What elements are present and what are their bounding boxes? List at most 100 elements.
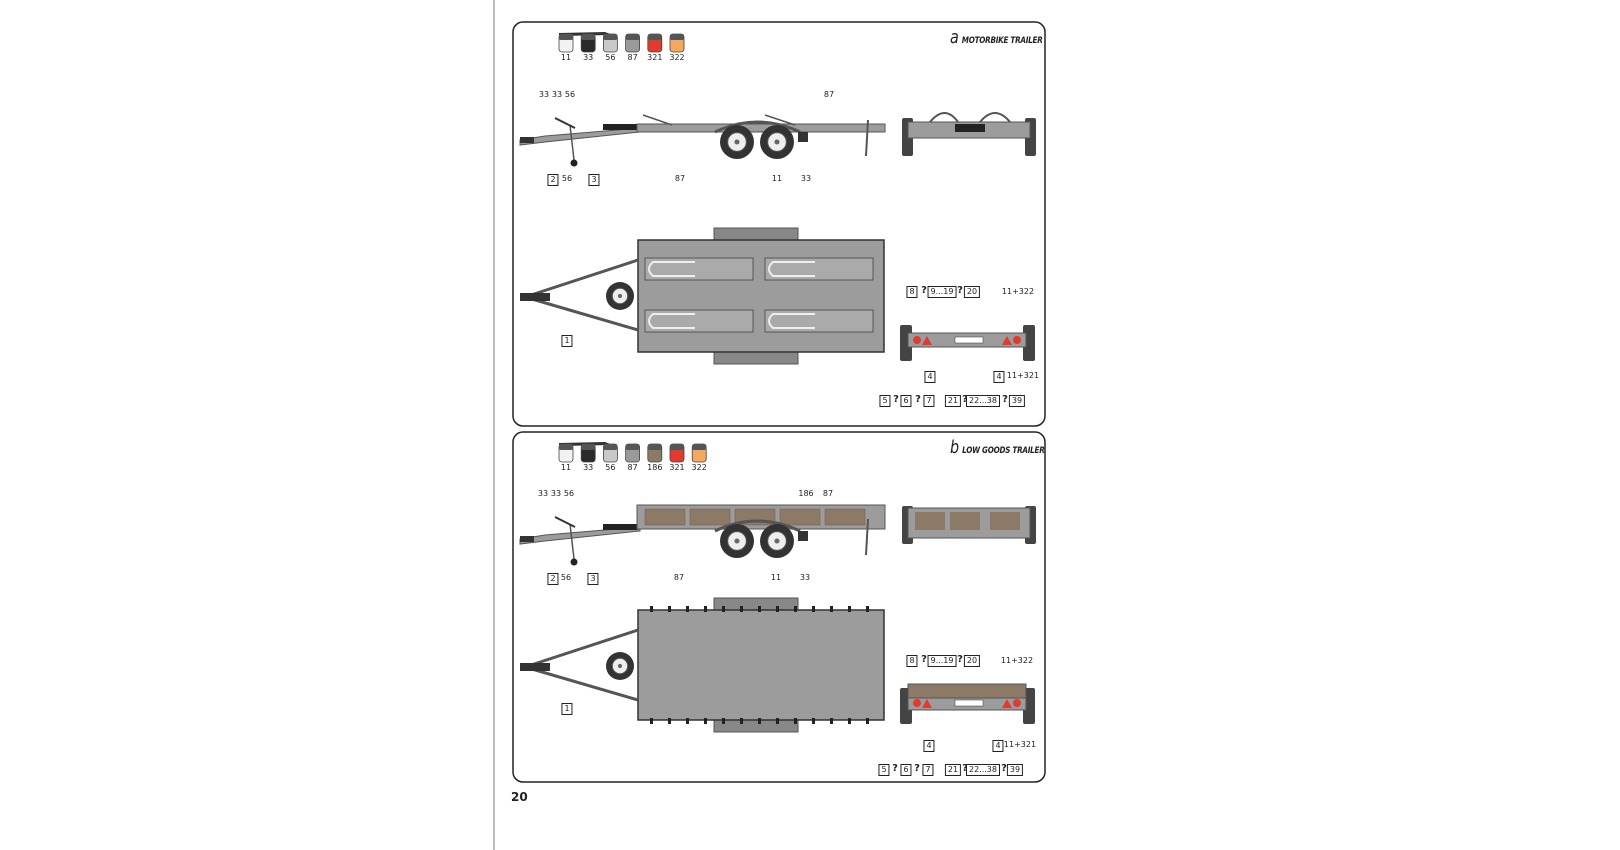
side-board-panel (644, 508, 686, 526)
callout-label: 5 (878, 764, 890, 776)
page-number: 20 (511, 790, 528, 804)
callout-label: 56 (560, 573, 572, 582)
callout-label: 87 (822, 489, 834, 498)
callout-label: 87 (673, 573, 685, 582)
toolbox (603, 524, 638, 530)
arrow-symbol: ? (893, 394, 899, 405)
a-frame-drawbar (524, 258, 639, 332)
paint-code: 56 (605, 53, 616, 62)
arrow-symbol: ? (957, 654, 963, 665)
jockey-wheel (570, 159, 578, 167)
callout-label: 3 (587, 573, 599, 585)
arrow-symbol: ? (921, 654, 927, 665)
callout-label: 7 (922, 764, 934, 776)
paint-pot-lid (625, 444, 640, 450)
arrow-symbol: ? (921, 285, 927, 296)
motorbike-rail (764, 257, 874, 281)
jockey-wheel (570, 558, 578, 566)
fender (714, 519, 801, 533)
callout-label: 4 (992, 740, 1004, 752)
arrow-symbol: ? (915, 394, 921, 405)
callout-label: 21 (944, 764, 962, 776)
paint-code: 321 (647, 53, 663, 62)
wheel-chock (929, 112, 959, 123)
tailboard (907, 683, 1027, 699)
callout-label: 33 (550, 489, 562, 498)
callout-label: 4 (923, 740, 935, 752)
rear-jack (865, 119, 869, 157)
arrow-symbol: ? (962, 394, 968, 405)
coupling-head (520, 536, 534, 542)
callout-label: 39 (1006, 764, 1024, 776)
step-panel-a (512, 21, 1046, 427)
side-clamp (794, 606, 797, 612)
side-clamp (830, 718, 833, 724)
side-clamp (704, 718, 707, 724)
callout-label: 33 (800, 174, 812, 183)
side-board-panel (689, 508, 731, 526)
callout-label: 56 (563, 489, 575, 498)
side-clamp (650, 606, 653, 612)
tail-light-right (1013, 336, 1021, 344)
side-clamp (686, 718, 689, 724)
paint-pot-lid (603, 444, 618, 450)
callout-label: 1 (561, 335, 573, 347)
callout-label: 11 (771, 174, 783, 183)
tailboard-panel (950, 512, 980, 530)
license-plate (954, 699, 984, 707)
side-clamp (848, 606, 851, 612)
paint-pot-lid (692, 444, 707, 450)
callout-label: 8 (906, 655, 918, 667)
motorbike-rail (764, 309, 874, 333)
wheel-chock (979, 112, 1011, 123)
callout-label: 20 (963, 286, 981, 298)
variant-letter: a (950, 27, 959, 48)
callout-label: 33 (799, 573, 811, 582)
callout-label: 87 (674, 174, 686, 183)
callout-label: 11+321 (1006, 371, 1040, 380)
wheel-chock-rear (764, 114, 796, 126)
paint-pot-lid (647, 34, 662, 40)
callout-label: 56 (561, 174, 573, 183)
callout-label: 6 (900, 395, 912, 407)
rear-jack (865, 518, 869, 556)
side-clamp (812, 718, 815, 724)
reflector-triangle-left (922, 699, 932, 708)
paint-code: 322 (691, 463, 707, 472)
side-clamp (740, 606, 743, 612)
paint-pot-lid (670, 444, 684, 450)
callout-label: 39 (1008, 395, 1026, 407)
callout-label: 33 (538, 90, 550, 99)
paint-code: 87 (627, 53, 638, 62)
paint-pot-lid (625, 34, 640, 40)
callout-label: 7 (923, 395, 935, 407)
callout-label: 56 (564, 90, 576, 99)
tailboard-panel (915, 512, 945, 530)
paint-code: 56 (605, 463, 616, 472)
wheel-chock-top (648, 313, 695, 329)
side-clamp (812, 606, 815, 612)
paint-code: 11 (560, 53, 572, 62)
jockey-wheel-post (569, 523, 575, 560)
callout-label: 5 (879, 395, 891, 407)
wheel-hub (734, 538, 740, 544)
arrow-symbol: ? (957, 285, 963, 296)
callout-label: 3 (588, 174, 600, 186)
callout-label: 6 (900, 764, 912, 776)
wheel-hub (617, 663, 623, 669)
deck-top (637, 239, 885, 353)
wheel-hub (774, 538, 780, 544)
callout-label: 22...38 (966, 764, 1000, 776)
side-clamp (722, 718, 725, 724)
callout-label: 4 (924, 371, 936, 383)
callout-label: 22...38 (966, 395, 1000, 407)
callout-label: 11+321 (1003, 740, 1037, 749)
side-clamp (776, 606, 779, 612)
reflector-triangle-right (1002, 699, 1012, 708)
paint-code: 87 (627, 463, 638, 472)
side-clamp (866, 718, 869, 724)
variant-letter: b (950, 437, 959, 458)
tail-light-left (913, 699, 921, 707)
